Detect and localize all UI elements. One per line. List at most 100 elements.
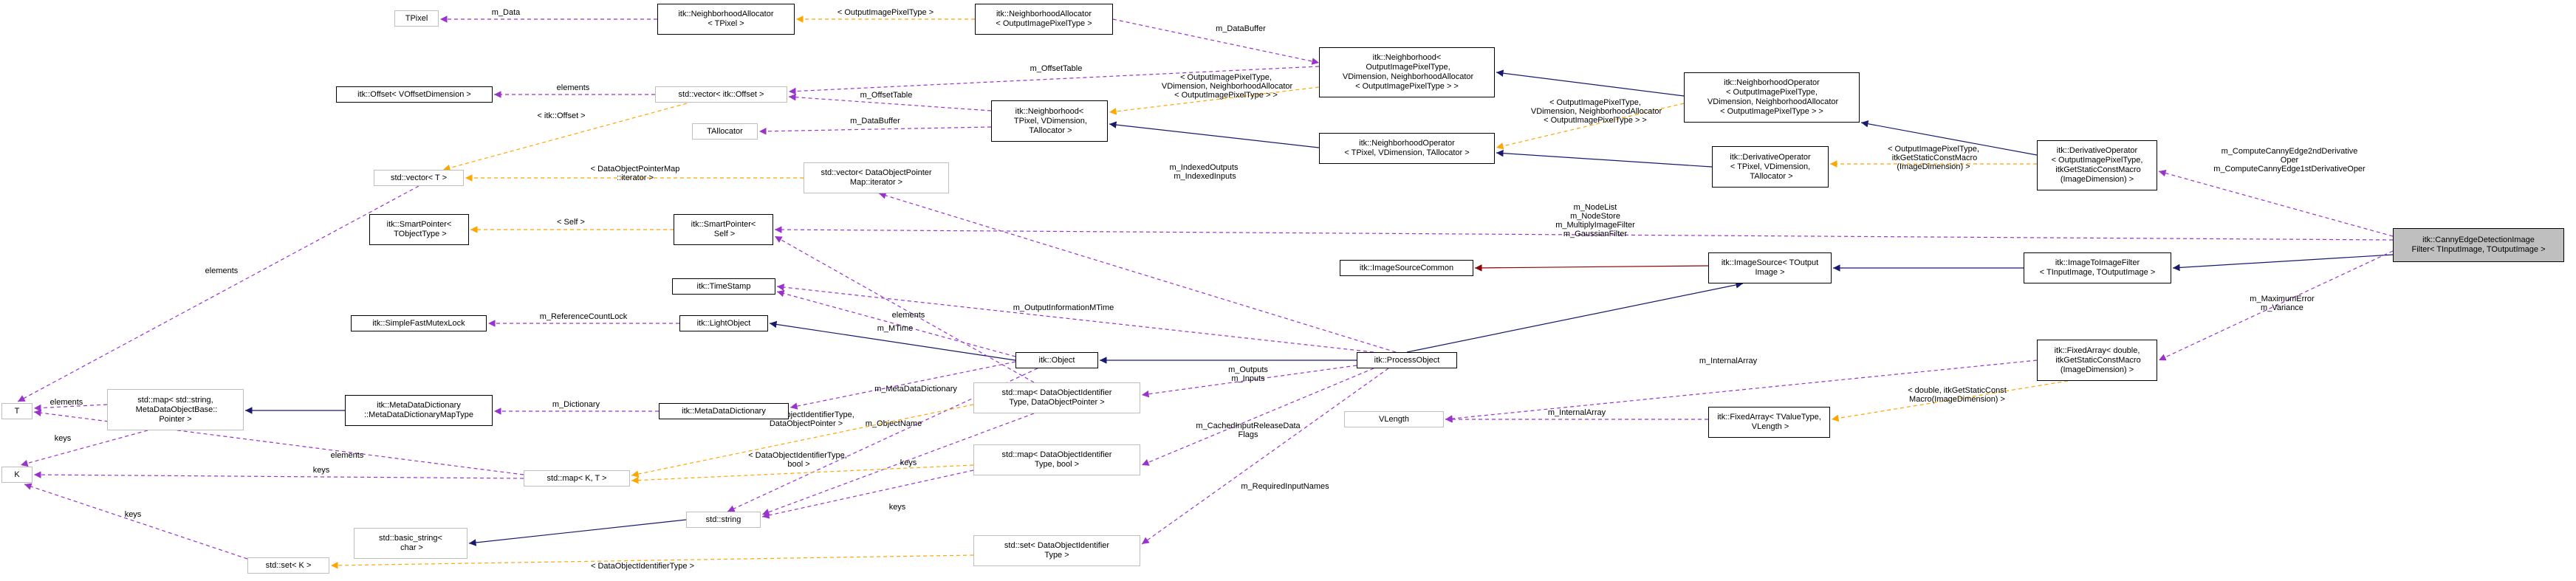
class-node-nopt[interactable]: itk::NeighborhoodOperator < TPixel, VDim… (1319, 133, 1495, 164)
edge-label-e18: elements (205, 267, 239, 275)
edge-line-e38 (761, 470, 974, 519)
edge-line-e23 (1445, 360, 2038, 422)
edge-line-e34 (33, 409, 524, 475)
edge-label-e34: elements (331, 451, 364, 460)
class-node-mdd[interactable]: itk::MetaDataDictionary (659, 403, 789, 419)
edge-line-e25 (789, 361, 1016, 410)
edge-label-e6: elements (557, 83, 590, 92)
class-node-canny[interactable]: itk::CannyEdgeDetectionImage Filter< TIn… (2393, 228, 2564, 262)
edge-label-e1: m_Data (492, 8, 521, 17)
edge-line-e40 (24, 483, 248, 560)
class-node-vecoffset[interactable]: std::vector< itk::Offset > (655, 86, 787, 103)
class-node-setk[interactable]: std::set< K > (247, 557, 329, 574)
class-node-tpixel[interactable]: TPixel (394, 10, 439, 27)
edge-line-i6 (1474, 264, 1709, 272)
class-node-lightobject[interactable]: itk::LightObject (679, 315, 768, 331)
edge-label-e3: m_DataBuffer (1216, 24, 1266, 33)
edge-line-e18 (17, 185, 419, 402)
edge-line-i9 (2172, 254, 2394, 272)
edge-label-e11: < OutputImagePixelType, itkGetStaticCons… (1888, 145, 1979, 171)
class-node-spt[interactable]: itk::SmartPointer< TObjectType > (369, 214, 469, 245)
class-node-basicstring[interactable]: std::basic_string< char > (354, 528, 467, 559)
edge-line-e7 (442, 103, 688, 172)
edge-line-e3 (1112, 18, 1320, 65)
edge-label-e20: m_MTime (877, 324, 913, 333)
class-node-string[interactable]: std::string (686, 512, 761, 528)
edge-label-e32: m_InternalArray (1548, 408, 1606, 417)
class-node-mapdoibool[interactable]: std::map< DataObjectIdentifier Type, boo… (973, 444, 1140, 475)
edge-label-e8: m_DataBuffer (850, 117, 900, 126)
edge-line-e27 (20, 430, 148, 467)
edge-line-e41 (330, 554, 974, 569)
class-node-neighout[interactable]: itk::Neighborhood< OutputImagePixelType,… (1319, 47, 1495, 97)
edge-line-e26 (33, 404, 108, 412)
class-node-imgtoimg[interactable]: itk::ImageToImageFilter < TInputImage, T… (2024, 252, 2171, 283)
edge-line-e8 (758, 126, 992, 135)
edge-line-e4 (788, 66, 1320, 95)
class-node-t[interactable]: T (1, 403, 32, 419)
edge-line-e22 (2158, 250, 2394, 361)
edge-label-e27: keys (55, 434, 72, 443)
class-node-fixedarrayt[interactable]: itk::FixedArray< TValueType, VLength > (1708, 407, 1830, 438)
edge-line-e13 (878, 192, 1397, 353)
edge-label-e15: < Self > (557, 218, 585, 227)
edge-line-i10 (769, 320, 1016, 361)
class-node-object[interactable]: itk::Object (1015, 352, 1098, 368)
edge-label-e5: m_OffsetTable (860, 91, 913, 100)
class-node-fixedarrayd[interactable]: itk::FixedArray< double, itkGetStaticCon… (2037, 340, 2157, 381)
class-node-setdoi[interactable]: std::set< DataObjectIdentifier Type > (973, 535, 1140, 566)
class-node-mddmaptype[interactable]: itk::MetaDataDictionary ::MetaDataDictio… (345, 395, 493, 426)
edge-label-e23: m_InternalArray (1699, 357, 1758, 365)
edge-label-e7: < itk::Offset > (537, 111, 585, 120)
class-node-k[interactable]: K (1, 467, 32, 483)
edge-line-e28 (1141, 365, 1357, 398)
edge-line-i3 (1860, 120, 2038, 156)
class-node-vlength[interactable]: VLength (1344, 411, 1444, 427)
class-node-nalloctpixel[interactable]: itk::NeighborhoodAllocator < TPixel > (657, 4, 795, 35)
edge-label-e33: keys (900, 458, 917, 467)
class-node-processobject[interactable]: itk::ProcessObject (1357, 352, 1457, 368)
edge-label-e26: elements (50, 398, 83, 407)
class-node-nopout[interactable]: itk::NeighborhoodOperator < OutputImageP… (1684, 72, 1860, 123)
edge-label-e2: < OutputImagePixelType > (837, 8, 934, 17)
class-node-mapdoi[interactable]: std::map< DataObjectIdentifier Type, Dat… (973, 382, 1140, 413)
edge-label-e10: < OutputImagePixelType, VDimension, Neig… (1529, 98, 1662, 125)
edge-line-i1 (1496, 69, 1685, 97)
edge-label-e12: < DataObjectPointerMap::iterator > (591, 165, 680, 182)
class-node-mapstringbase[interactable]: std::map< std::string, MetaDataObjectBas… (107, 389, 244, 430)
edge-line-e36 (1141, 368, 1374, 466)
edge-label-e9: < OutputImagePixelType, VDimension, Neig… (1159, 73, 1293, 100)
class-node-derivopout[interactable]: itk::DerivativeOperator < OutputImagePix… (2037, 140, 2157, 190)
class-node-offsetv[interactable]: itk::Offset< VOffsetDimension > (336, 86, 493, 103)
edge-line-e33 (761, 413, 1035, 516)
class-node-spself[interactable]: itk::SmartPointer< Self > (674, 214, 773, 245)
class-node-imgsrc[interactable]: itk::ImageSource< TOutput Image > (1708, 252, 1832, 283)
edge-label-e13: m_IndexedOutputs m_IndexedInputs (1170, 163, 1239, 181)
class-node-mapkt[interactable]: std::map< K, T > (524, 470, 630, 487)
class-node-imgsrccommon[interactable]: itk::ImageSourceCommon (1340, 260, 1473, 276)
class-node-vecdop[interactable]: std::vector< DataObjectPointer Map::iter… (804, 162, 949, 193)
edge-line-e5 (788, 93, 992, 111)
class-node-derivopt[interactable]: itk::DerivativeOperator < TPixel, VDimen… (1712, 146, 1829, 188)
edge-label-e4: m_OffsetTable (1030, 64, 1083, 73)
edge-label-e37: keys (313, 466, 330, 475)
edge-line-e30 (631, 404, 974, 478)
class-node-vect[interactable]: std::vector< T > (374, 170, 464, 186)
class-node-nallocout[interactable]: itk::NeighborhoodAllocator < OutputImage… (975, 4, 1113, 35)
class-node-fastmutex[interactable]: itk::SimpleFastMutexLock (351, 315, 487, 331)
edge-line-e17 (774, 236, 1035, 383)
class-node-timestamp[interactable]: itk::TimeStamp (672, 278, 775, 295)
edge-label-e19: m_OutputInformationMTime (1013, 303, 1114, 312)
edge-line-i4 (1109, 121, 1320, 148)
class-node-tallocator[interactable]: TAllocator (692, 123, 758, 140)
edge-line-i7 (1406, 281, 1744, 353)
class-node-neight[interactable]: itk::Neighborhood< TPixel, VDimension, T… (991, 100, 1108, 142)
edge-line-e31 (1831, 380, 2069, 422)
